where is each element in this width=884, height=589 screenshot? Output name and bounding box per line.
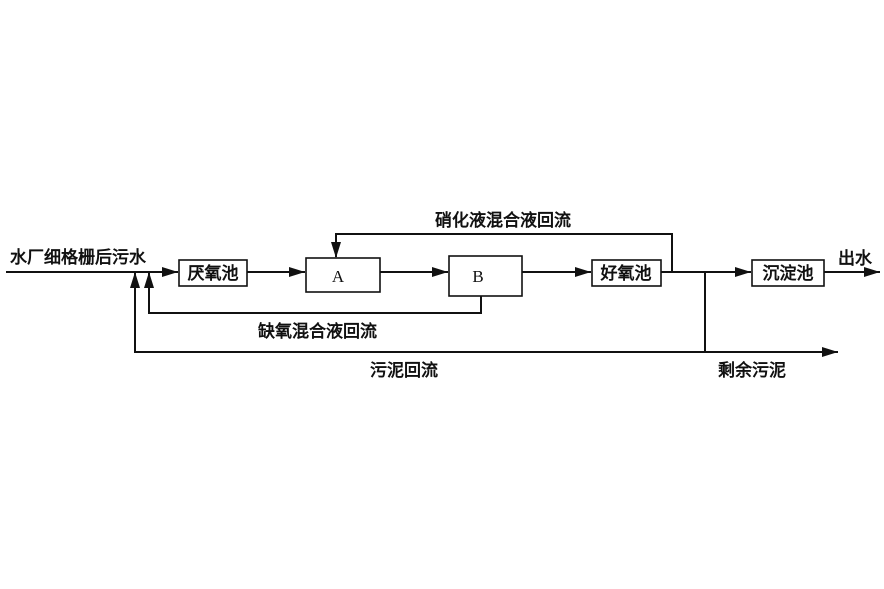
- tank-a-box: [305, 257, 381, 293]
- tank-b-box: [448, 255, 523, 297]
- excess-sludge-label: 剩余污泥: [718, 360, 786, 381]
- inlet-arrow: [162, 267, 178, 277]
- outlet-arrow: [864, 267, 880, 277]
- sludge-recycle-label: 污泥回流: [370, 360, 438, 381]
- aerobic-tank-box: [591, 259, 662, 287]
- flow-arrow-to-aerobic: [575, 267, 591, 277]
- flow-arrow-to-settling: [735, 267, 751, 277]
- aerobic-tank-label: 好氧池: [600, 263, 652, 284]
- anaerobic-tank-label: 厌氧池: [188, 263, 239, 284]
- settling-tank-label: 沉淀池: [763, 263, 814, 284]
- tank-a-label: A: [332, 267, 345, 286]
- sludge-recycle-arrow: [130, 272, 140, 288]
- nitrification-recycle-label: 硝化液混合液回流: [435, 210, 571, 231]
- tank-b-label: B: [472, 267, 483, 286]
- inlet-label: 水厂细格栅后污水: [10, 247, 147, 268]
- nitrification-recycle-arrow: [331, 242, 341, 258]
- anoxic-recycle-arrow: [144, 272, 154, 288]
- anoxic-recycle-line: [148, 273, 482, 314]
- flow-arrow-to-a: [289, 267, 305, 277]
- excess-sludge-arrow: [822, 347, 838, 357]
- sludge-recycle-line: [134, 273, 705, 353]
- outlet-label: 出水: [838, 248, 873, 269]
- flow-arrow-to-b: [432, 267, 448, 277]
- anoxic-recycle-label: 缺氧混合液回流: [258, 321, 377, 342]
